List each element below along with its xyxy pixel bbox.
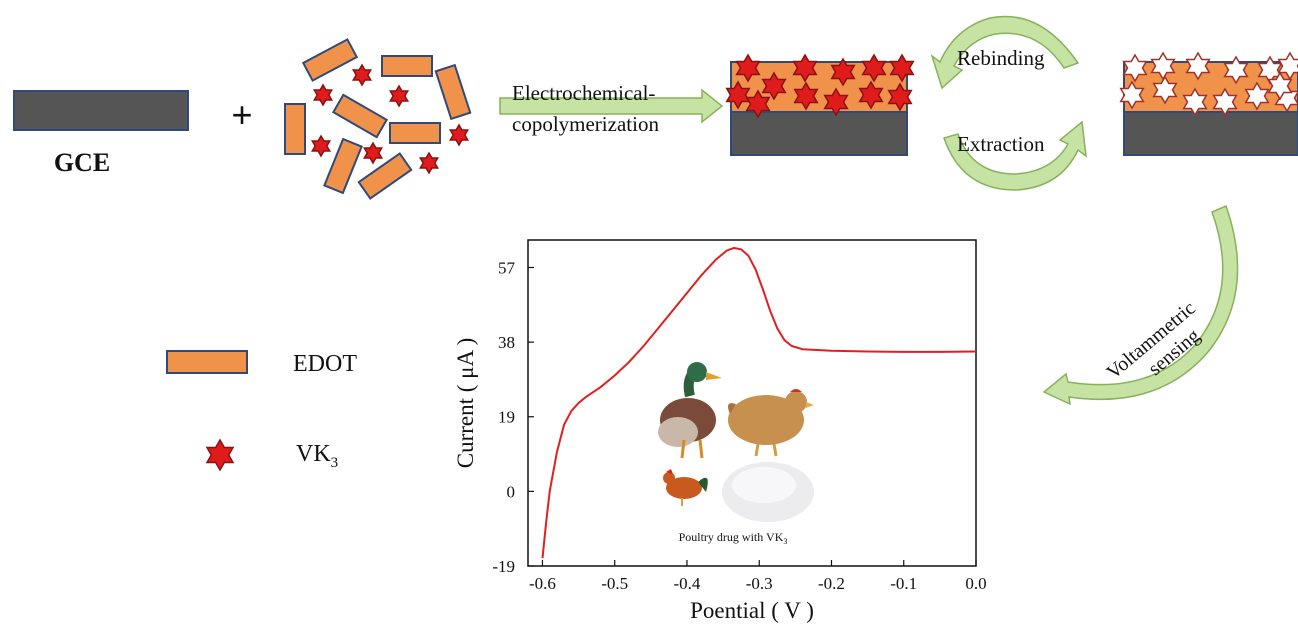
imprinted-cavity <box>1185 51 1211 81</box>
mip-electrode-with-template <box>725 53 915 156</box>
x-tick-label: -0.4 <box>674 574 701 593</box>
monomer-mixture <box>284 38 472 200</box>
x-tick-label: -0.3 <box>746 574 773 593</box>
vk3-template <box>830 57 856 87</box>
gce-label: GCE <box>54 148 110 177</box>
dpv-curve <box>541 246 976 559</box>
rebinding-label: Rebinding <box>957 46 1045 70</box>
edot-monomer <box>434 63 472 121</box>
legend-vk3-star <box>205 438 235 472</box>
vk3-molecule <box>418 151 440 175</box>
inset-caption: Poultry drug with VK3 <box>679 530 788 546</box>
imprinted-cavity <box>1212 87 1238 117</box>
edot-monomer <box>284 103 306 155</box>
legend-vk3-label: VK3 <box>296 441 338 471</box>
x-axis-label: Poential ( V ) <box>690 598 814 623</box>
hen-illustration <box>728 389 814 457</box>
vk3-template <box>745 89 771 119</box>
duck-illustration <box>658 362 722 459</box>
y-tick-label: 38 <box>498 333 515 352</box>
voltammetric-sensing-arrow <box>1042 204 1239 406</box>
x-tick-label: -0.6 <box>529 574 556 593</box>
vk3-template <box>793 81 819 111</box>
vk3-molecule <box>448 123 470 147</box>
imprinted-cavity <box>1122 53 1148 83</box>
y-axis-label: Current ( μA ) <box>453 338 478 469</box>
vk3-molecule <box>388 84 410 108</box>
dpv-chart: Poultry drug with VK3 -0.6 -0.5 -0.4 -0.3 -0… <box>453 239 987 623</box>
vk3-template <box>858 80 884 110</box>
vk3-molecule <box>351 63 373 87</box>
rooster-illustration <box>663 469 708 506</box>
y-tick-label: 0 <box>507 482 516 501</box>
imprinted-cavity <box>1119 80 1145 110</box>
vk3-template <box>889 53 915 83</box>
plus-sign: + <box>231 94 252 135</box>
imprinted-cavity <box>1267 71 1293 101</box>
vk3-template <box>887 82 913 112</box>
vk3-molecule <box>310 134 332 158</box>
imprinted-cavity <box>1182 87 1208 117</box>
legend-edot-label: EDOT <box>293 351 357 377</box>
edot-monomer <box>389 122 441 144</box>
x-tick-label: -0.1 <box>890 574 917 593</box>
edot-monomer <box>323 137 363 195</box>
mip-electrode-cavities <box>1119 51 1298 156</box>
edot-monomer <box>301 38 359 82</box>
x-tick-label: -0.5 <box>601 574 628 593</box>
vk3-template <box>725 80 751 110</box>
edot-monomer <box>357 152 413 200</box>
vk3-molecule <box>362 141 384 165</box>
vk3-template <box>823 87 849 117</box>
poultry-inset: Poultry drug with VK3 <box>650 357 818 552</box>
y-tick-label: -19 <box>492 557 515 576</box>
vk3-powder-illustration <box>722 462 814 522</box>
vk3-template <box>735 53 761 83</box>
vk3-template <box>761 71 787 101</box>
vk3-molecule <box>312 83 334 107</box>
x-tick-label: 0.0 <box>965 574 986 593</box>
vk3-template <box>792 53 818 83</box>
x-tick-label: -0.2 <box>818 574 845 593</box>
rebinding-arrow <box>930 15 1080 90</box>
copolymerization-label-line1: Electrochemical- <box>512 81 655 105</box>
imprinted-cavity <box>1223 55 1249 85</box>
gce-electrode <box>13 90 189 131</box>
vk3-template <box>861 53 887 83</box>
copolymerization-label-line2: copolymerization <box>512 112 659 136</box>
edot-monomer <box>331 93 389 139</box>
imprinted-cavity <box>1152 75 1178 105</box>
y-tick-label: 57 <box>498 258 516 277</box>
extraction-arrow <box>943 120 1087 191</box>
legend: EDOT VK3 <box>166 350 357 472</box>
extraction-label: Extraction <box>957 132 1045 156</box>
imprinted-cavity <box>1244 81 1270 111</box>
legend-edot-swatch <box>166 350 248 374</box>
y-tick-label: 19 <box>498 408 515 427</box>
edot-monomer <box>381 55 433 77</box>
electrochemical-copolymerization-arrow <box>499 88 724 124</box>
